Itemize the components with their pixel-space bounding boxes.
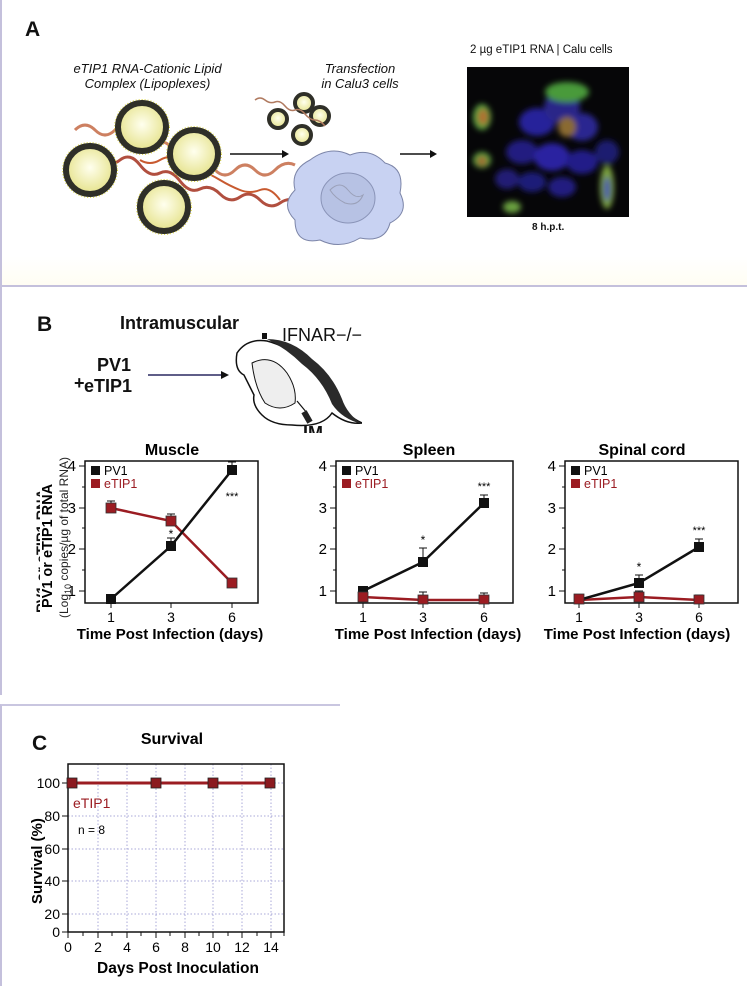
svg-text:3: 3 — [635, 609, 643, 625]
panel-b-label: B — [37, 313, 53, 336]
chart-survival: Survival 100 80 60 40 20 0 0 2 4 6 8 10 12 14 Days P… — [29, 731, 285, 977]
svg-text:10: 10 — [205, 939, 221, 955]
panel-a: A eTIP1 RNA-Cationic Lipid Complex (Lipo… — [0, 0, 747, 285]
svg-text:***: *** — [478, 481, 492, 493]
svg-text:1: 1 — [575, 609, 583, 625]
svg-text:Time Post Infection (days): Time Post Infection (days) — [77, 626, 263, 643]
svg-text:eTIP1: eTIP1 — [73, 795, 111, 811]
svg-text:2: 2 — [94, 939, 102, 955]
svg-text:6: 6 — [228, 609, 236, 625]
svg-text:Time Post Infection (days): Time Post Infection (days) — [544, 626, 730, 643]
svg-text:n = 8: n = 8 — [78, 823, 105, 837]
chart-muscle-svg: Muscle 4 3 2 1 1 3 6 Time Post Infection (day… — [68, 442, 264, 643]
panel-c-label: C — [32, 732, 48, 755]
fluorescence-micrograph — [467, 67, 629, 217]
svg-text:1: 1 — [548, 583, 556, 600]
agent-pv1-label: PV1 — [97, 355, 132, 375]
transfection-caption-line1: Transfection — [324, 61, 396, 76]
svg-text:***: *** — [226, 491, 240, 503]
lipoplex-caption-line1: eTIP1 RNA-Cationic Lipid — [73, 61, 222, 76]
panel-a-frame — [0, 0, 747, 285]
svg-text:Time Post Infection (days): Time Post Infection (days) — [335, 626, 521, 643]
svg-text:2: 2 — [548, 541, 556, 558]
svg-text:PV1 or eTIP1 RNA: PV1 or eTIP1 RNA — [40, 483, 56, 608]
svg-text:12: 12 — [234, 939, 250, 955]
organ-charts: Muscle 4 3 2 1 1 3 6 Time Post Infection (day… — [40, 433, 747, 695]
svg-text:3: 3 — [419, 609, 427, 625]
svg-text:(Log10 copies/µg of total RNA): (Log10 copies/µg of total RNA) — [57, 457, 73, 618]
panel-b: B Intramuscular IFNAR−/− + PV1 eTIP1 IM … — [0, 285, 747, 695]
svg-text:PV1: PV1 — [104, 464, 128, 478]
micrograph-image — [473, 82, 619, 213]
svg-text:4: 4 — [548, 458, 556, 475]
svg-text:*: * — [637, 560, 642, 574]
panel-c-frame — [0, 704, 340, 986]
organ-charts-y-label: PV1 or eTIP1 RNA (Log10 copies/µg of tot… — [40, 457, 73, 618]
svg-text:4: 4 — [123, 939, 131, 955]
lipoplex-caption: eTIP1 RNA-Cationic Lipid Complex (Lipopl… — [60, 61, 235, 91]
transfection-caption-line2: in Calu3 cells — [321, 76, 399, 91]
transfection-caption: Transfection in Calu3 cells — [305, 61, 415, 91]
svg-text:*: * — [421, 533, 426, 547]
svg-text:6: 6 — [480, 609, 488, 625]
svg-text:Survival (%): Survival (%) — [29, 818, 46, 904]
svg-text:6: 6 — [695, 609, 703, 625]
svg-text:Muscle: Muscle — [145, 442, 199, 459]
chart-spleen-svg: Spleen 4 3 2 1 1 3 6 Time Post Infection (day… — [319, 442, 522, 643]
svg-text:2: 2 — [68, 541, 76, 558]
svg-text:eTIP1: eTIP1 — [584, 477, 617, 491]
route-label: Intramuscular — [120, 313, 240, 333]
svg-text:8: 8 — [181, 939, 189, 955]
svg-text:4: 4 — [68, 458, 76, 475]
svg-text:60: 60 — [44, 841, 60, 857]
svg-text:PV1: PV1 — [584, 464, 608, 478]
svg-text:Days Post Inoculation: Days Post Inoculation — [97, 960, 259, 977]
lipoplex-illustration — [62, 92, 437, 245]
svg-text:0: 0 — [52, 924, 60, 940]
svg-text:1: 1 — [68, 583, 76, 600]
svg-text:2: 2 — [319, 541, 327, 558]
svg-text:Spinal cord: Spinal cord — [598, 442, 685, 459]
svg-text:3: 3 — [548, 500, 556, 517]
svg-text:80: 80 — [44, 808, 60, 824]
mouse-illustration — [235, 333, 362, 427]
svg-text:***: *** — [693, 525, 707, 537]
svg-text:100: 100 — [37, 775, 61, 791]
mouse-strain-label: IFNAR−/− — [282, 325, 363, 345]
chart-spinal-cord-svg: Spinal cord 4 3 2 1 1 3 6 Time Post Infection… — [544, 442, 739, 643]
svg-text:20: 20 — [44, 906, 60, 922]
svg-text:4: 4 — [319, 458, 327, 475]
svg-text:3: 3 — [167, 609, 175, 625]
svg-text:1: 1 — [107, 609, 115, 625]
micrograph-title: 2 µg eTIP1 RNA | Calu cells — [470, 44, 613, 56]
svg-text:1: 1 — [359, 609, 367, 625]
svg-text:1: 1 — [319, 583, 327, 600]
svg-text:eTIP1: eTIP1 — [355, 477, 388, 491]
svg-text:3: 3 — [68, 500, 76, 517]
svg-text:*: * — [169, 527, 174, 541]
panel-a-label: A — [25, 18, 41, 41]
svg-text:6: 6 — [152, 939, 160, 955]
panel-c: C Survival 100 80 60 40 20 0 0 2 4 6 8 10 12 14 Days… — [0, 704, 747, 986]
micrograph-caption: 8 h.p.t. — [532, 222, 565, 233]
svg-text:Spleen: Spleen — [403, 442, 455, 459]
injection-arrow — [148, 371, 229, 379]
svg-text:3: 3 — [319, 500, 327, 517]
svg-text:40: 40 — [44, 873, 60, 889]
svg-text:0: 0 — [64, 939, 72, 955]
plus-sign: + — [74, 373, 85, 393]
svg-text:eTIP1: eTIP1 — [104, 477, 137, 491]
svg-text:PV1: PV1 — [355, 464, 379, 478]
svg-text:Survival: Survival — [141, 731, 203, 748]
svg-text:14: 14 — [263, 939, 279, 955]
agent-etip1-label: eTIP1 — [84, 376, 133, 396]
lipoplex-caption-line2: Complex (Lipoplexes) — [84, 76, 211, 91]
